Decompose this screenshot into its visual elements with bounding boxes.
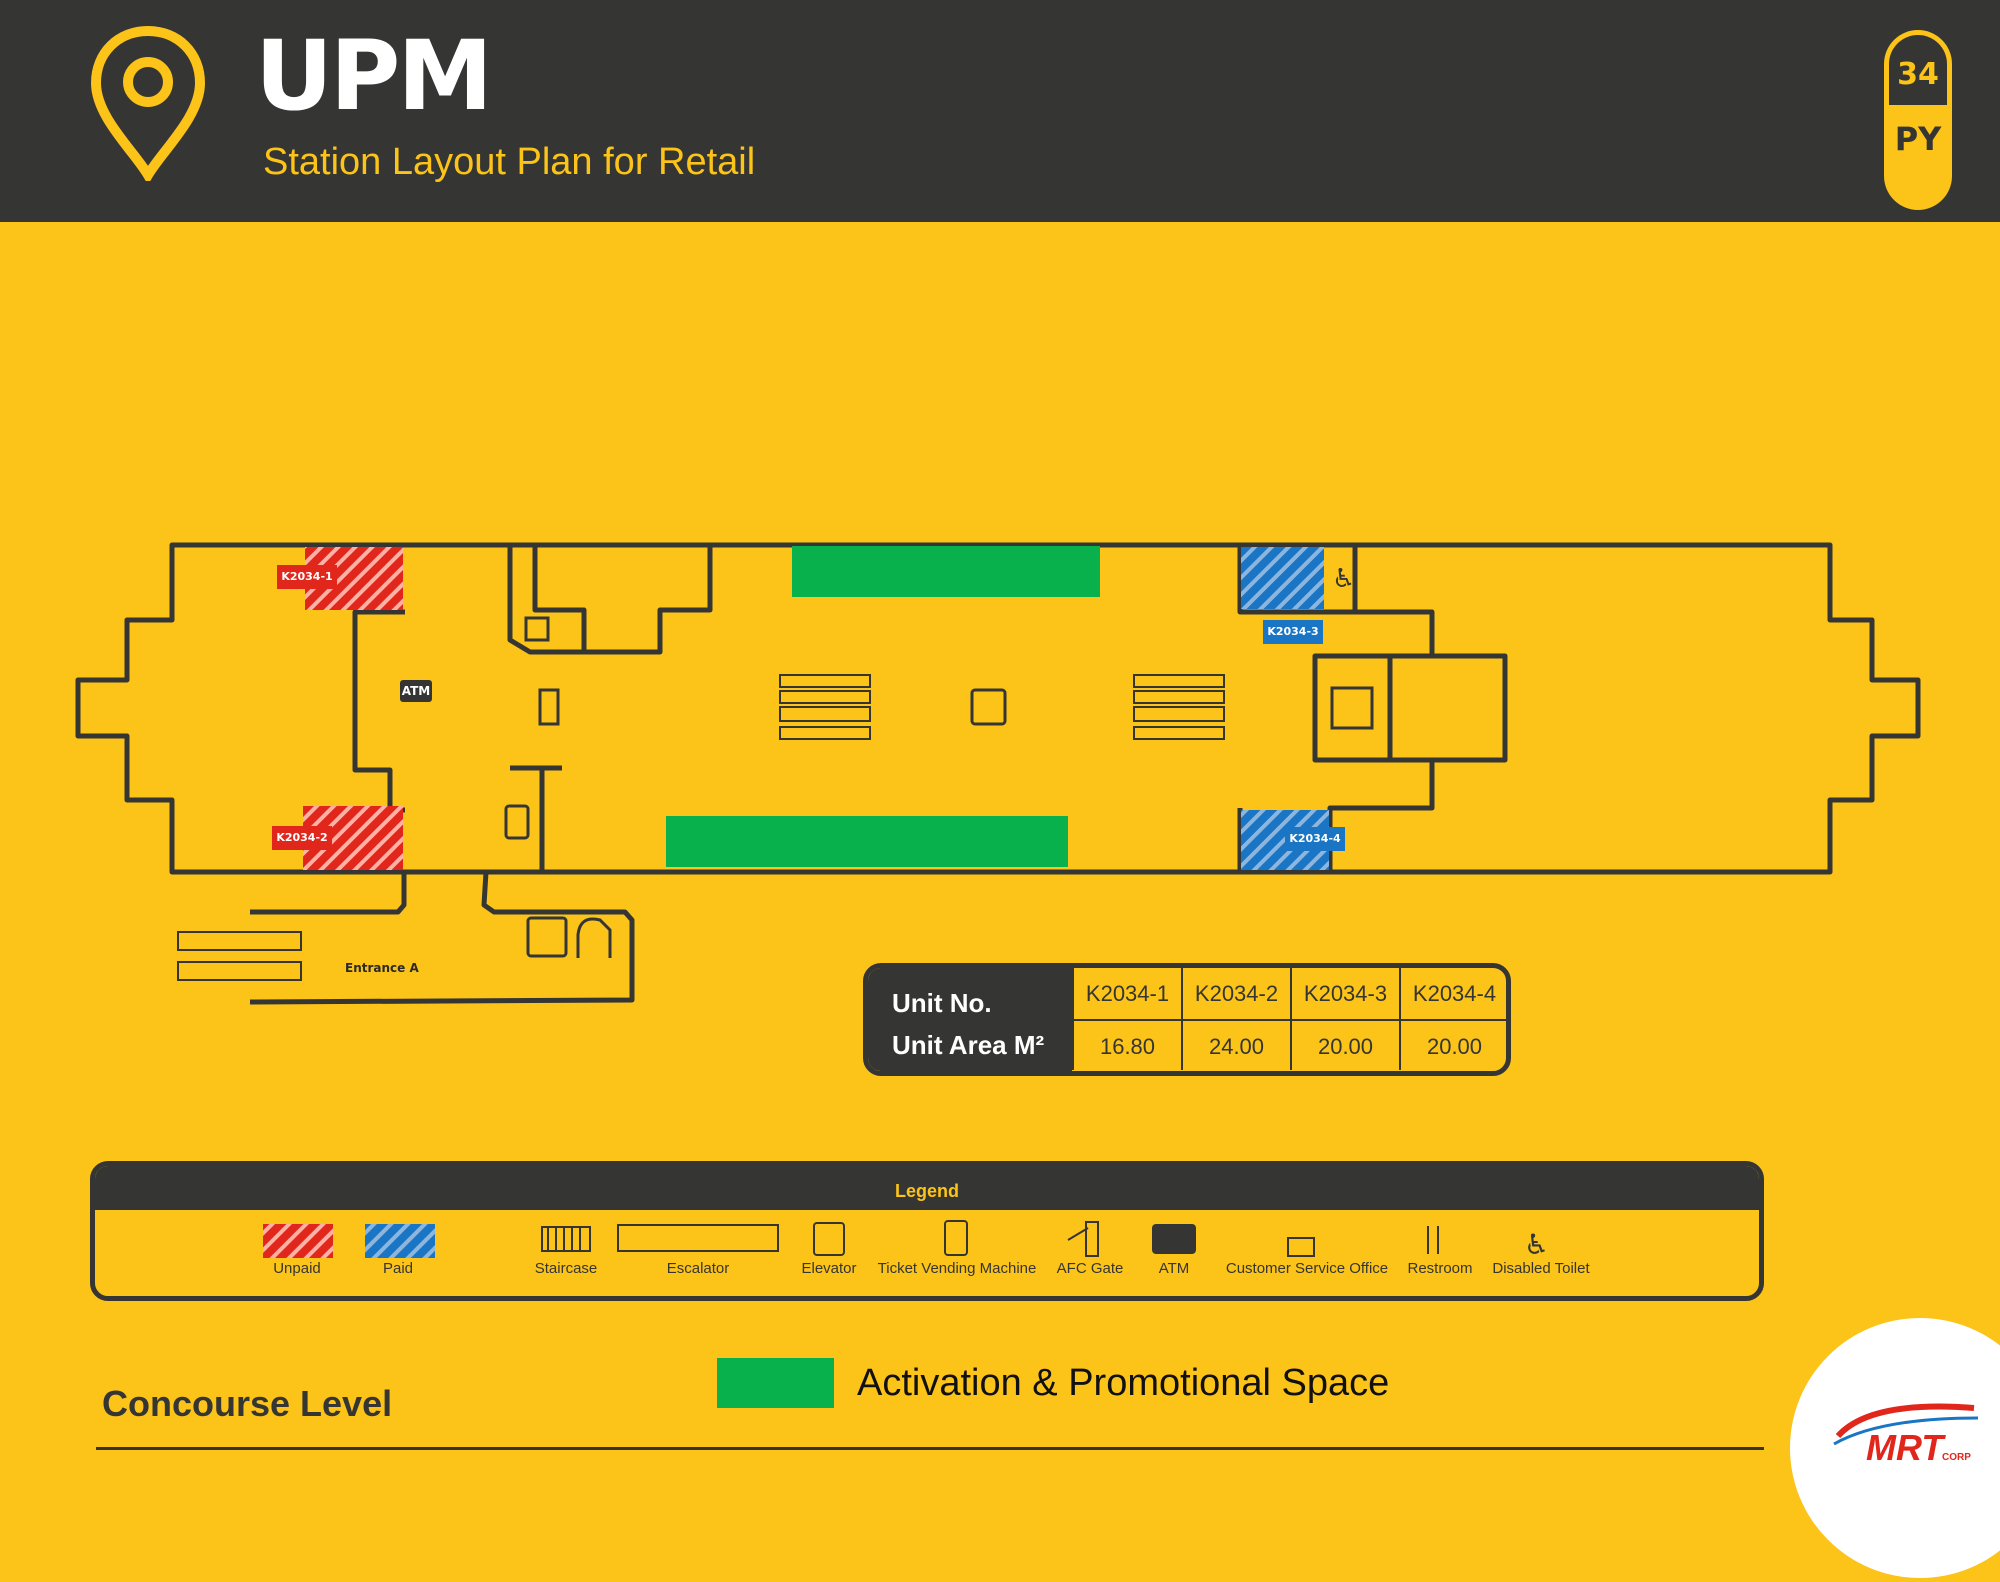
ticket-vending-marker — [504, 804, 530, 840]
afc-gate-icon — [1067, 1221, 1099, 1257]
svg-text:CORP: CORP — [1942, 1452, 1971, 1463]
legend-icons: ♿ — [263, 1220, 1549, 1261]
mrt-logo-icon: MRT CORP — [1833, 1403, 1979, 1468]
promo-swatch — [717, 1358, 834, 1408]
legend-title: Legend — [95, 1166, 1759, 1210]
station-code-badge: 34 PY — [1884, 30, 1952, 210]
area-cell: 16.80 — [1072, 1019, 1181, 1070]
promo-space-top — [792, 546, 1100, 597]
line-code: PY — [1884, 105, 1952, 210]
location-pin-icon — [90, 25, 206, 181]
area-cell: 20.00 — [1399, 1019, 1506, 1070]
entrance-label: Entrance A — [345, 961, 419, 975]
promo-label: Activation & Promotional Space — [857, 1362, 1390, 1404]
unit-tag-k2034-2: K2034-2 — [272, 826, 332, 850]
atm-icon — [1152, 1224, 1196, 1254]
entrance-escalator-2 — [177, 961, 302, 981]
page-subtitle: Station Layout Plan for Retail — [263, 141, 756, 183]
legend-label-elevator: Elevator — [801, 1260, 857, 1277]
unit-cell: K2034-2 — [1181, 968, 1290, 1019]
area-cell: 20.00 — [1290, 1019, 1399, 1070]
unit-area-label: Unit Area M² — [892, 1030, 1045, 1060]
legend-label-atm: ATM — [1158, 1260, 1190, 1277]
header-bar: UPM Station Layout Plan for Retail 34 PY — [0, 0, 2000, 222]
escalator-icon — [617, 1224, 779, 1252]
svg-text:MRT: MRT — [1866, 1427, 1946, 1468]
legend-label-staircase: Staircase — [534, 1260, 598, 1277]
unit-k2034-3-area — [1241, 547, 1324, 609]
elevator-entrance-icon — [526, 916, 568, 958]
escalator-left-group — [779, 674, 871, 740]
staircase-icon — [541, 1226, 591, 1252]
promo-space-bottom — [666, 816, 1068, 867]
legend-label-afc-gate: AFC Gate — [1056, 1260, 1124, 1277]
legend-panel: Legend — [90, 1161, 1764, 1301]
unit-table-header: Unit No. Unit Area M² — [868, 968, 1072, 1071]
restroom-icon — [1427, 1226, 1439, 1254]
unit-table: Unit No. Unit Area M² K2034-1 K2034-2 K2… — [863, 963, 1511, 1076]
bottom-rule — [96, 1447, 1764, 1450]
mrt-logo: MRT CORP — [1790, 1318, 2000, 1578]
unit-cell: K2034-1 — [1072, 968, 1181, 1019]
level-label: Concourse Level — [102, 1383, 393, 1424]
legend-label-disabled-toilet: Disabled Toilet — [1492, 1260, 1590, 1277]
legend-label-unpaid: Unpaid — [273, 1260, 321, 1277]
legend-label-ticket-vending-machine: Ticket Vending Machine — [877, 1260, 1037, 1277]
station-number: 34 — [1884, 30, 1952, 105]
floor-plan: ♿ — [75, 542, 1921, 1005]
legend-label-paid: Paid — [382, 1260, 414, 1277]
unit-tag-k2034-3: K2034-3 — [1263, 620, 1323, 644]
legend-label-escalator: Escalator — [666, 1260, 730, 1277]
escalator-right-group — [1133, 674, 1225, 740]
customer-service-office-icon — [1287, 1237, 1315, 1257]
legend-label-restroom: Restroom — [1407, 1260, 1473, 1277]
elevator-icon — [813, 1222, 845, 1256]
area-cell: 24.00 — [1181, 1019, 1290, 1070]
unit-tag-k2034-4: K2034-4 — [1285, 827, 1345, 851]
entrance-escalator-1 — [177, 931, 302, 951]
atm-map-marker: ATM — [400, 680, 432, 702]
concourse-outline — [75, 542, 1921, 875]
restroom-marker — [1330, 686, 1374, 730]
afc-gate-marker — [538, 688, 560, 726]
paid-hatch-icon — [365, 1224, 435, 1258]
unpaid-hatch-icon — [263, 1224, 333, 1258]
legend-label-customer-service-office: Customer Service Office — [1225, 1260, 1389, 1277]
elevator-center-icon — [970, 688, 1007, 726]
disabled-toilet-marker: ♿ — [1332, 564, 1355, 594]
stair-curve-icon — [576, 917, 612, 958]
unit-cell: K2034-4 — [1399, 968, 1506, 1019]
customer-service-marker — [524, 616, 550, 642]
unit-no-label: Unit No. — [892, 988, 992, 1018]
disabled-toilet-icon: ♿ — [1524, 1228, 1549, 1261]
ticket-vending-machine-icon — [944, 1220, 968, 1256]
station-title: UPM — [255, 20, 493, 132]
unit-cell: K2034-3 — [1290, 968, 1399, 1019]
unit-tag-k2034-1: K2034-1 — [277, 565, 337, 589]
